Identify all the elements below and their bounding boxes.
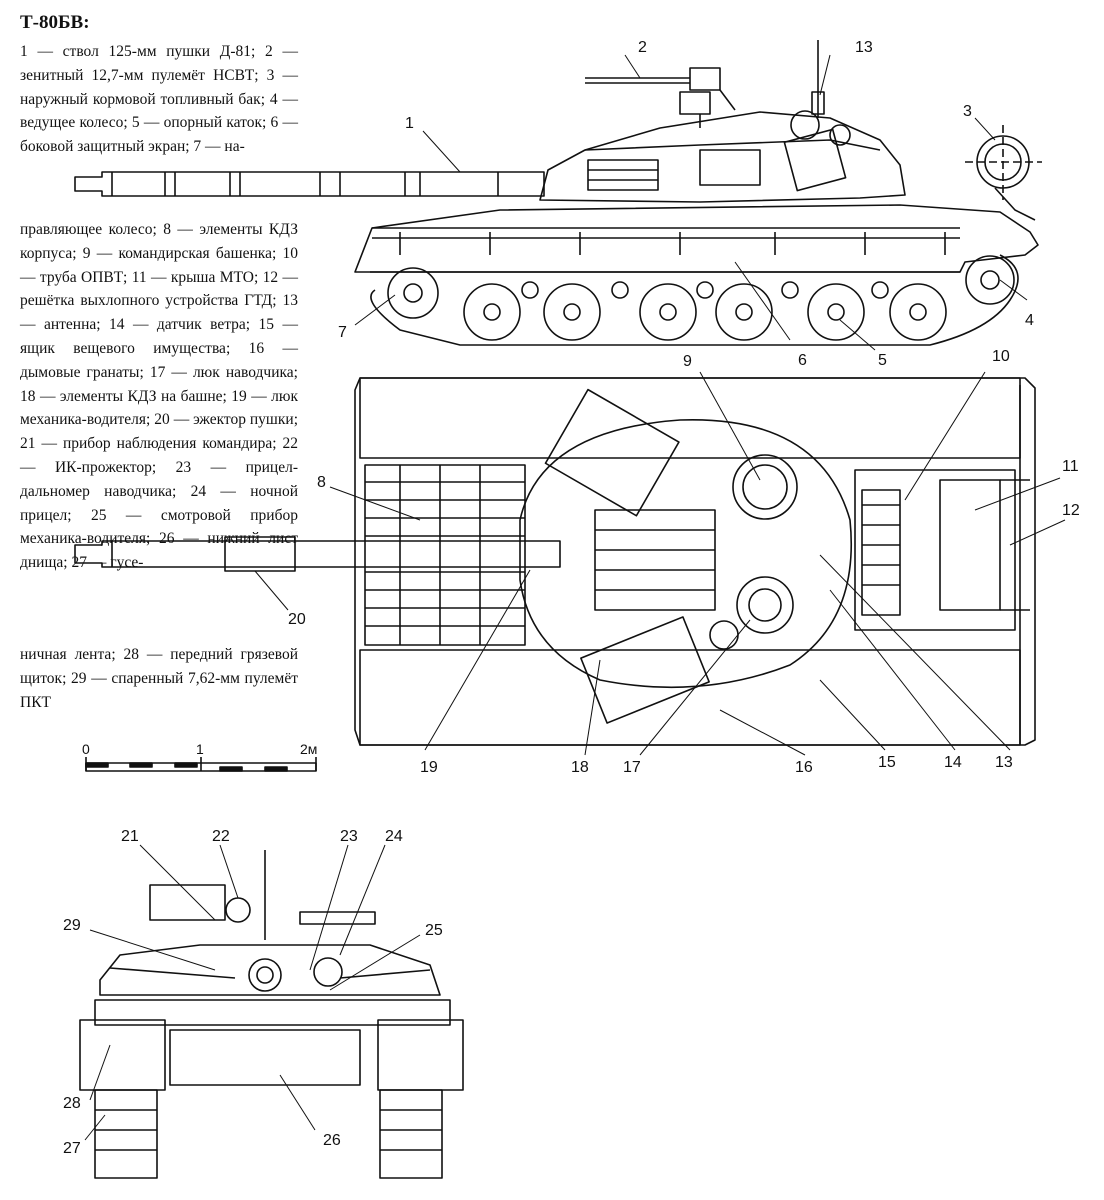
callout-17: 17: [623, 759, 641, 776]
legend-text-part-2: правляющее колесо; 8 — элементы КДЗ корп…: [20, 221, 298, 572]
side-track: [370, 254, 1019, 346]
callout-13-side: 13: [855, 39, 873, 56]
front-turret: [99, 944, 441, 996]
top-left-fender: [359, 377, 1021, 459]
front-right-track: [379, 1089, 443, 1179]
leader-lines: [84, 54, 1066, 1141]
callout-21: 21: [121, 828, 139, 845]
callout-10: 10: [992, 348, 1010, 365]
scale-label-2m: 2м: [300, 741, 317, 757]
top-right-fender: [359, 649, 1021, 746]
legend-text-part-3: ничная лента; 28 — передний грязевой щит…: [20, 646, 298, 711]
callout-28: 28: [63, 1095, 81, 1112]
legend-text-part-1: 1 — ствол 125-мм пушки Д-81; 2 — зенитны…: [20, 43, 298, 156]
callout-8: 8: [317, 474, 326, 491]
callout-23: 23: [340, 828, 358, 845]
top-hull-outline: [354, 377, 1036, 746]
side-rear-fuel-drum: [965, 125, 1042, 221]
side-road-wheels: [463, 283, 947, 341]
callout-9: 9: [683, 353, 692, 370]
front-left-track: [94, 1089, 158, 1179]
callout-7: 7: [338, 324, 347, 341]
callout-3: 3: [963, 103, 972, 120]
top-turret-era-left: [544, 388, 680, 517]
callout-2: 2: [638, 39, 647, 56]
scale-bar: [85, 757, 317, 772]
side-support-roller: [521, 281, 539, 299]
callout-18: 18: [571, 759, 589, 776]
front-glacis: [94, 999, 451, 1026]
side-gun-barrel: [74, 171, 545, 197]
top-driver-hatch: [709, 620, 739, 650]
front-aa-machine-gun: [299, 911, 376, 925]
callout-14: 14: [944, 754, 962, 771]
side-hull: [354, 204, 1039, 273]
callout-13-top: 13: [995, 754, 1013, 771]
callout-22: 22: [212, 828, 230, 845]
callout-1: 1: [405, 115, 414, 132]
callout-labels: 1 2 3 4 5 6 7 8 9 10 11 12 13 13 14 15 1…: [63, 39, 1080, 1157]
callout-5: 5: [878, 352, 887, 369]
front-view: [79, 850, 464, 1179]
front-gunner-sight: [313, 957, 343, 987]
callout-19: 19: [420, 759, 438, 776]
top-turret-era-front: [594, 509, 716, 611]
callout-27: 27: [63, 1140, 81, 1157]
front-commander-cupola: [149, 884, 226, 921]
side-idler-wheel: [387, 267, 439, 319]
front-left-mudguard: [79, 1019, 166, 1091]
side-aa-machine-gun: [585, 67, 736, 128]
callout-24: 24: [385, 828, 403, 845]
callout-11: 11: [1062, 458, 1079, 475]
scale-label-0: 0: [82, 741, 90, 757]
top-commander-cupola: [732, 454, 798, 520]
callout-6: 6: [798, 352, 807, 369]
top-view: [74, 377, 1036, 746]
top-hull-era-blocks: [364, 464, 526, 646]
top-turret-era-right: [580, 616, 710, 724]
top-gun-barrel: [74, 536, 561, 572]
callout-15: 15: [878, 754, 896, 771]
front-right-mudguard: [377, 1019, 464, 1091]
front-ir-projector: [225, 897, 251, 923]
scale-bar-labels: 0 1 2м: [82, 741, 317, 757]
side-drive-sprocket: [965, 255, 1015, 305]
callout-16: 16: [795, 759, 813, 776]
top-engine-deck: [854, 469, 1030, 631]
callout-25: 25: [425, 922, 443, 939]
callout-4: 4: [1025, 312, 1034, 329]
callout-20: 20: [288, 611, 306, 628]
diagram-title: Т-80БВ:: [20, 12, 90, 33]
front-lower-hull: [169, 1029, 361, 1086]
top-gunner-hatch: [736, 576, 794, 634]
scale-label-1: 1: [196, 741, 204, 757]
callout-12: 12: [1062, 502, 1080, 519]
callout-29: 29: [63, 917, 81, 934]
top-turret-outline: [519, 419, 853, 689]
side-antenna-base: [811, 91, 825, 115]
callout-26: 26: [323, 1132, 341, 1149]
side-turret: [539, 110, 906, 203]
front-gun-muzzle: [248, 958, 282, 992]
side-view: [74, 40, 1042, 346]
